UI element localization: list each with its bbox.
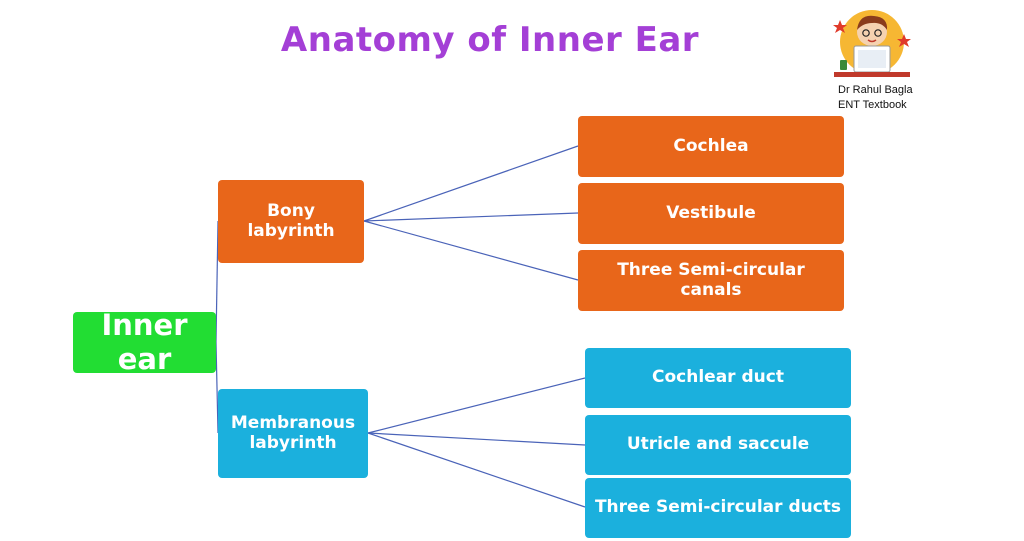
connector-membranous-ducts [367,432,586,508]
node-three-semicircular-ducts: Three Semi-circular ducts [585,478,851,538]
connector-root-bony [215,220,219,343]
node-cochlea: Cochlea [578,116,844,177]
connector-bony-canals [363,220,579,281]
node-bony-labyrinth: Bony labyrinth [218,180,364,263]
page-title: Anatomy of Inner Ear [280,20,700,60]
node-cochlear-duct: Cochlear duct [585,348,851,408]
connector-root-membranous [215,341,219,434]
connector-bony-vestibule [363,212,579,222]
node-membranous-labyrinth: Membranous labyrinth [218,389,368,478]
connector-bony-cochlea [363,145,579,222]
node-utricle-and-saccule: Utricle and saccule [585,415,851,475]
node-three-semicircular-canals: Three Semi-circular canals [578,250,844,311]
book-name: ENT Textbook [838,99,907,111]
node-vestibule: Vestibule [578,183,844,244]
author-name: Dr Rahul Bagla [838,84,913,96]
node-inner-ear: Inner ear [73,309,216,375]
connector-membranous-utricle [367,432,586,446]
connector-membranous-cochlear-duct [367,377,586,434]
doctor-at-laptop-avatar-icon [833,10,911,77]
